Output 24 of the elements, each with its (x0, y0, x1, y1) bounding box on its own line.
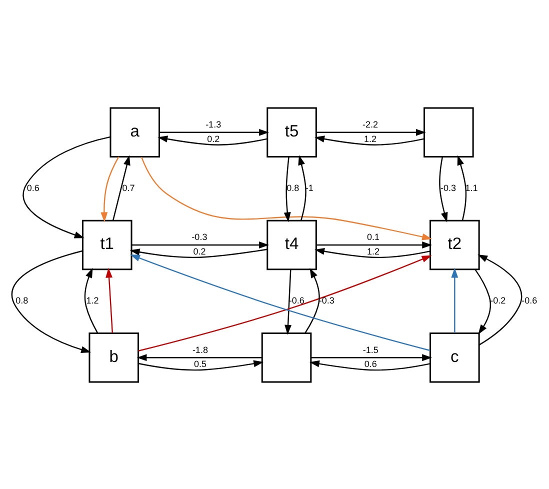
edge-label: 1.2 (86, 295, 99, 306)
edge-label: -0.6 (288, 295, 304, 306)
edge-label: 1.2 (364, 133, 376, 144)
edge-label: -1 (305, 182, 314, 193)
edge-label: 1.2 (366, 246, 380, 256)
edge-label: -1.5 (362, 344, 378, 354)
edge-label: -2.2 (362, 119, 378, 130)
edge-label: 0.1 (366, 232, 380, 242)
edge-label: -0.2 (490, 295, 506, 306)
edge-label: -1.8 (192, 344, 208, 354)
edge-label: 0.6 (26, 182, 40, 193)
edge-label: 0.2 (193, 246, 206, 256)
edge-label: -0.3 (318, 295, 334, 306)
edge-label: 1.1 (465, 182, 478, 193)
edge-label: -0.6 (522, 295, 538, 306)
edge-label: -1.3 (206, 119, 222, 130)
edge-label: 0.5 (194, 358, 206, 369)
edge-label: 0.2 (207, 133, 220, 144)
edge-label: 0.8 (286, 182, 300, 193)
edge-label: -0.3 (192, 232, 208, 242)
edge-label: 0.7 (122, 182, 135, 193)
edge-label: 0.6 (364, 358, 377, 369)
edge-label: -0.3 (440, 182, 456, 193)
edge-label: 0.8 (16, 295, 28, 306)
